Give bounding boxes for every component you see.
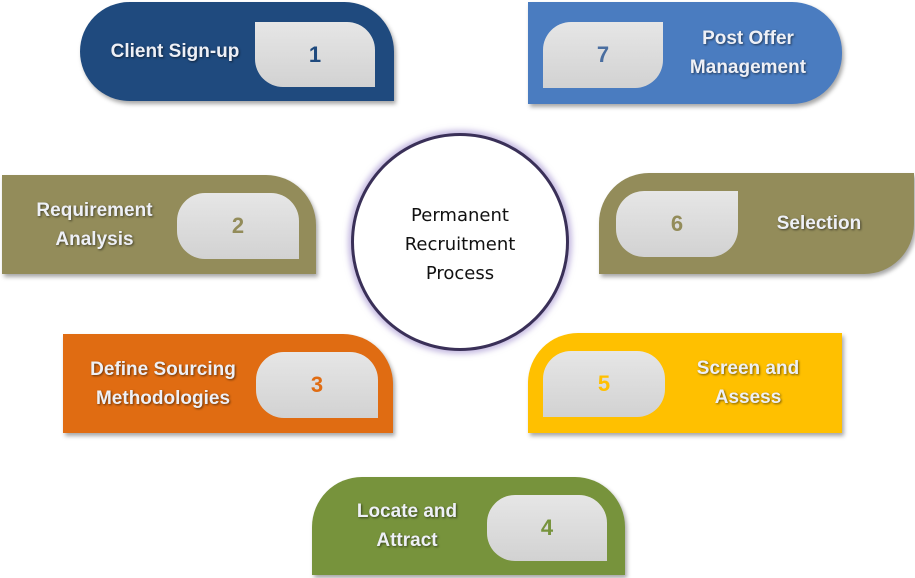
step-4-number: 4 xyxy=(487,495,607,561)
step-5-screen-and-assess: 5 Screen and Assess xyxy=(528,333,842,433)
step-5-label: Screen and Assess xyxy=(696,358,800,408)
step-2-requirement-analysis: Requirement Analysis 2 xyxy=(2,175,316,274)
step-4-locate-and-attract: Locate and Attract 4 xyxy=(312,477,625,575)
center-circle: Permanent Recruitment Process xyxy=(351,133,569,351)
step-4-label: Locate and Attract xyxy=(356,501,458,551)
step-1-label: Client Sign-up xyxy=(110,41,240,62)
step-3-number: 3 xyxy=(256,352,378,418)
step-1-number: 1 xyxy=(255,22,375,87)
step-6-selection: 6 Selection xyxy=(599,173,914,274)
step-7-number: 7 xyxy=(543,22,663,88)
step-2-label: Requirement Analysis xyxy=(36,199,153,250)
step-7-post-offer-management: 7 Post Offer Management xyxy=(528,2,842,104)
step-3-label: Define Sourcing Methodologies xyxy=(90,358,236,409)
step-2-number: 2 xyxy=(177,193,299,259)
center-title: Permanent Recruitment Process xyxy=(404,204,516,284)
step-3-define-sourcing-methodologies: Define Sourcing Methodologies 3 xyxy=(63,334,393,433)
step-7-label: Post Offer Management xyxy=(689,28,807,78)
step-6-number: 6 xyxy=(616,191,738,257)
step-6-label: Selection xyxy=(776,213,862,234)
step-5-number: 5 xyxy=(543,351,665,417)
step-1-client-sign-up: Client Sign-up 1 xyxy=(80,2,394,101)
